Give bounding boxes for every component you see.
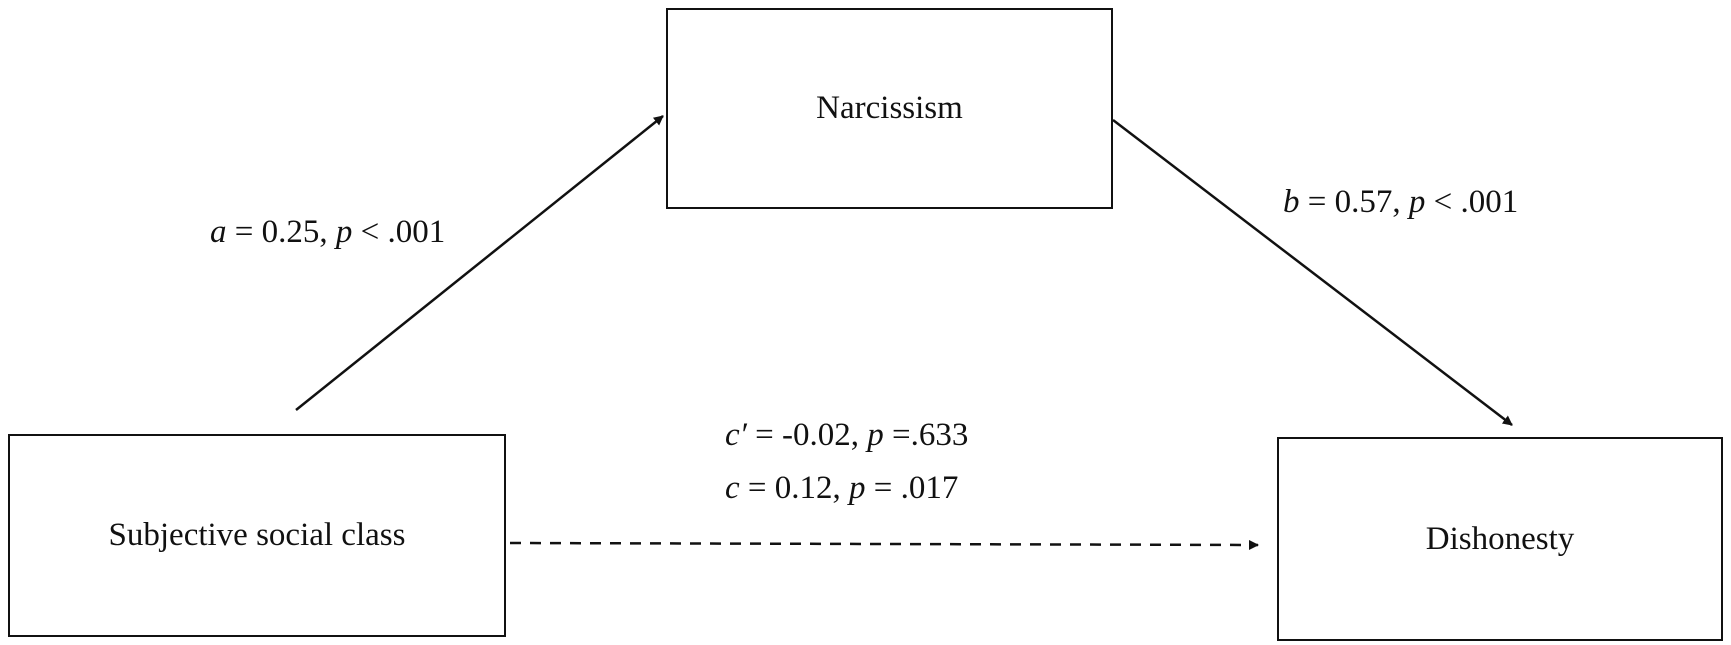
path-a-symbol: a	[210, 214, 227, 250]
path-a-value: = 0.25,	[226, 214, 336, 250]
path-c-prime-value: = -0.02,	[746, 417, 868, 453]
path-c-dashed-arrow	[509, 539, 1259, 550]
path-b-arrow	[1112, 119, 1513, 426]
path-c-prime-coefficient: c′ = -0.02, p =.633	[725, 419, 968, 452]
predictor-node-box: Subjective social class	[8, 434, 506, 637]
predictor-label: Subjective social class	[108, 517, 406, 553]
path-b-p-value: < .001	[1425, 184, 1519, 220]
mediator-label: Narcissism	[816, 90, 963, 126]
path-c-prime-p-value: =.633	[883, 417, 969, 453]
path-a-coefficient: a = 0.25, p < .001	[210, 216, 445, 249]
path-a-arrow	[295, 115, 664, 411]
path-c-value: = 0.12,	[739, 470, 850, 506]
path-c-prime-p-symbol: p	[867, 417, 884, 453]
path-b-value: = 0.57,	[1299, 184, 1409, 220]
path-c-coefficient: c = 0.12, p = .017	[725, 472, 958, 505]
path-a-p-value: < .001	[352, 214, 446, 250]
path-a-p-symbol: p	[335, 214, 353, 250]
path-b-p-symbol: p	[1408, 184, 1426, 220]
path-c-p-value: = .017	[865, 470, 959, 506]
outcome-label: Dishonesty	[1425, 520, 1575, 557]
mediator-node-box: Narcissism	[666, 8, 1113, 209]
path-c-prime-symbol: c′	[725, 417, 747, 453]
outcome-node-box: Dishonesty	[1277, 437, 1723, 641]
path-c-symbol: c	[725, 470, 740, 506]
path-b-coefficient: b = 0.57, p < .001	[1283, 186, 1518, 219]
path-c-p-symbol: p	[849, 470, 866, 506]
path-b-symbol: b	[1283, 184, 1300, 220]
